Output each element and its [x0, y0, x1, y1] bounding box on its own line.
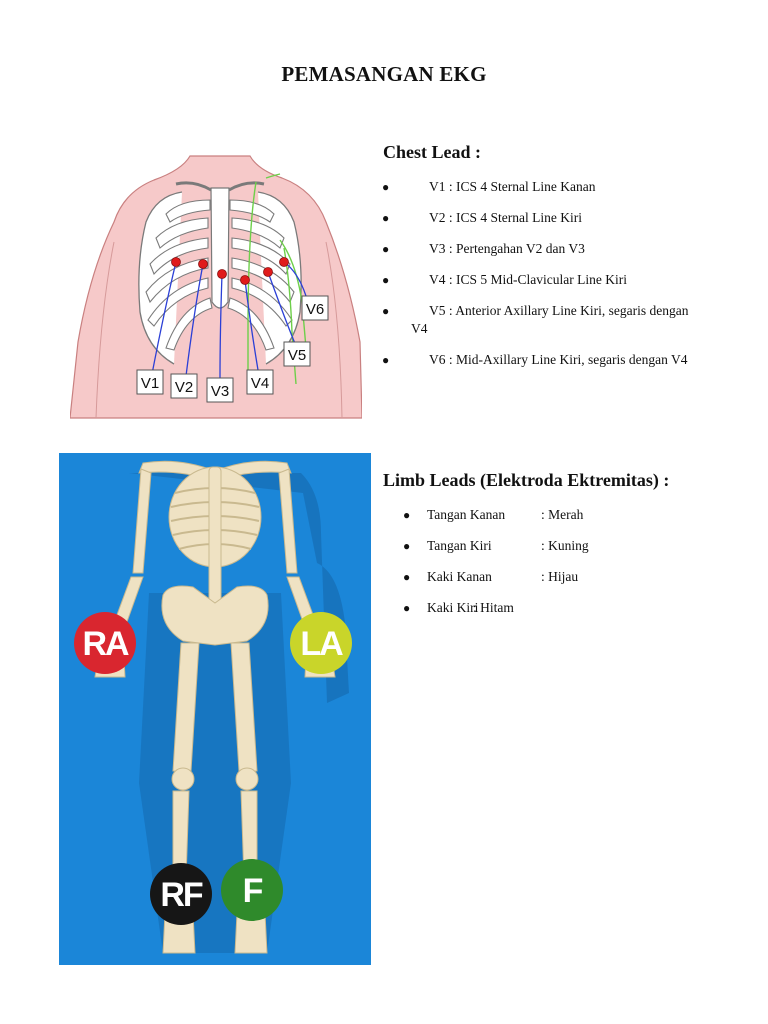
label-v3: V3	[211, 383, 229, 400]
svg-text:RA: RA	[82, 625, 129, 663]
label-v1: V1	[141, 375, 159, 392]
page-title: PEMASANGAN EKG	[0, 62, 768, 87]
chest-lead-item-v5: V5 : Anterior Axillary Line Kiri, segari…	[383, 302, 733, 320]
la-badge: LA	[290, 612, 352, 674]
chest-lead-item-v4: V4 : ICS 5 Mid-Clavicular Line Kiri	[383, 271, 733, 289]
chest-lead-item-v1: V1 : ICS 4 Sternal Line Kanan	[383, 178, 733, 196]
limb-color: : Merah	[541, 506, 583, 524]
limb-color: : Hijau	[541, 568, 578, 586]
bullet-icon: ●	[382, 209, 389, 227]
chest-lead-item-v2: V2 : ICS 4 Sternal Line Kiri	[383, 209, 733, 227]
svg-text:F: F	[243, 872, 263, 910]
list-item: ● V2 : ICS 4 Sternal Line Kiri	[383, 209, 733, 227]
label-v5: V5	[288, 347, 306, 364]
bullet-icon: ●	[382, 240, 389, 258]
rf-badge: RF	[150, 863, 212, 925]
ra-badge: RA	[74, 612, 136, 674]
chest-lead-heading: Chest Lead :	[383, 142, 481, 163]
label-v4: V4	[251, 375, 269, 392]
chest-lead-item-v5-continued: V4	[383, 320, 733, 338]
bullet-icon: ●	[403, 568, 410, 586]
bullet-icon: ●	[382, 271, 389, 289]
svg-text:LA: LA	[300, 625, 343, 663]
limb-lead-diagram: RA LA RF F	[59, 453, 371, 965]
bullet-icon: ●	[382, 178, 389, 196]
list-item: ● V6 : Mid-Axillary Line Kiri, segaris d…	[383, 351, 733, 369]
chest-lead-list: ● V1 : ICS 4 Sternal Line Kanan ● V2 : I…	[383, 178, 733, 382]
bullet-icon: ●	[403, 506, 410, 524]
bullet-icon: ●	[382, 351, 389, 369]
limb-color: : Hitam	[473, 599, 514, 617]
chest-lead-item-v3: V3 : Pertengahan V2 dan V3	[383, 240, 733, 258]
list-item: ● V3 : Pertengahan V2 dan V3	[383, 240, 733, 258]
label-v2: V2	[175, 379, 193, 396]
list-item: ● V1 : ICS 4 Sternal Line Kanan	[383, 178, 733, 196]
limb-leads-heading: Limb Leads (Elektroda Ektremitas) :	[383, 470, 669, 491]
chest-lead-diagram: V1 V2 V3 V4 V5 V6	[70, 152, 362, 420]
svg-text:RF: RF	[160, 876, 203, 914]
bullet-icon: ●	[403, 599, 410, 617]
bullet-icon: ●	[382, 302, 389, 320]
f-badge: F	[221, 859, 283, 921]
limb-name: Kaki Kanan	[427, 568, 492, 586]
chest-lead-item-v6: V6 : Mid-Axillary Line Kiri, segaris den…	[383, 351, 733, 369]
limb-name: Tangan Kiri	[427, 537, 492, 555]
limb-color: : Kuning	[541, 537, 589, 555]
label-v6: V6	[306, 301, 324, 318]
list-item: ● V4 : ICS 5 Mid-Clavicular Line Kiri	[383, 271, 733, 289]
list-item: ● V5 : Anterior Axillary Line Kiri, sega…	[383, 302, 733, 338]
limb-name: Tangan Kanan	[427, 506, 505, 524]
sternum	[211, 188, 229, 308]
bullet-icon: ●	[403, 537, 410, 555]
limb-name: Kaki Kiri	[427, 599, 478, 617]
